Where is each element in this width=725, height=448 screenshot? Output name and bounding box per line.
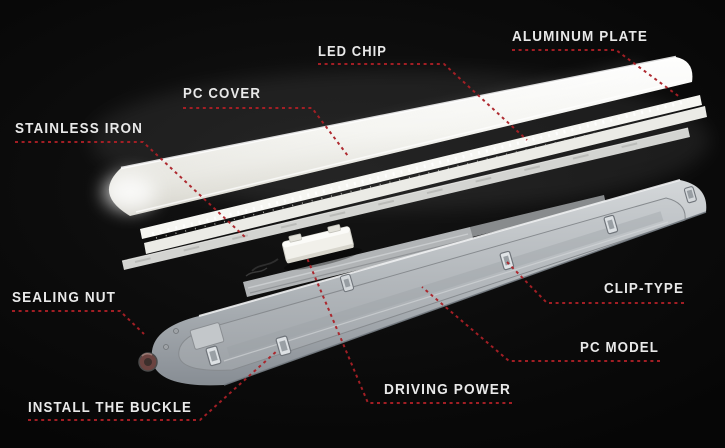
aluminum-plate-part — [144, 106, 707, 254]
leader-sealing-nut — [12, 310, 145, 335]
inner-mounting-boss — [189, 322, 225, 350]
label-install-the-buckle: INSTALL THE BUCKLE — [28, 400, 192, 416]
leader-install-the-buckle — [28, 349, 279, 421]
pc-model-housing — [151, 179, 707, 386]
callouts: STAINLESS IRON PC COVER LED CHIP ALUMINU… — [12, 29, 684, 421]
led-strip-part — [140, 95, 702, 239]
leader-pc-model — [421, 286, 660, 362]
label-stainless-iron: STAINLESS IRON — [15, 121, 143, 137]
driving-power-box — [282, 224, 362, 271]
label-driving-power: DRIVING POWER — [384, 382, 511, 398]
endcap-screw — [163, 344, 169, 350]
endcap-screw — [173, 328, 179, 334]
driver-wire-2 — [245, 267, 268, 277]
label-led-chip: LED CHIP — [318, 44, 387, 60]
label-aluminum-plate: ALUMINUM PLATE — [512, 29, 648, 45]
leader-driving-power — [306, 257, 512, 404]
label-pc-model: PC MODEL — [580, 340, 659, 356]
label-pc-cover: PC COVER — [183, 86, 261, 102]
driver-wire — [251, 258, 279, 272]
sealing-nut-part — [138, 352, 158, 372]
leader-stainless-iron — [15, 141, 246, 238]
leader-led-chip — [318, 63, 528, 141]
mounting-clips — [205, 186, 697, 367]
pc-cover-tube — [104, 55, 693, 216]
stainless-iron-strip — [121, 127, 690, 270]
label-clip-type: CLIP-TYPE — [604, 281, 684, 297]
leader-aluminum-plate — [512, 49, 682, 99]
gear-tray — [243, 195, 606, 297]
label-sealing-nut: SEALING NUT — [12, 290, 116, 306]
led-strip-aluminum-plate — [140, 95, 707, 254]
